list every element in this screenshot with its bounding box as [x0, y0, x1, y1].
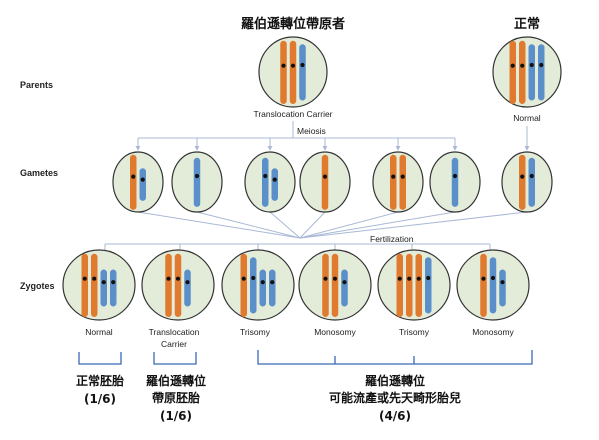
centromere	[92, 276, 97, 281]
centromere	[185, 280, 190, 285]
centromere	[500, 280, 505, 285]
fertilization-connectors	[102, 211, 528, 257]
centromere	[290, 63, 296, 68]
centromere	[391, 174, 396, 179]
gamete-1	[112, 151, 164, 213]
centromere	[332, 276, 338, 281]
centromere	[407, 276, 412, 281]
centromere	[426, 275, 431, 281]
gamete-5	[372, 151, 424, 213]
normal-embryo-caption: 正常胚胎	[76, 373, 124, 388]
centromere	[520, 63, 525, 68]
zygote-label-normal: Normal	[85, 327, 113, 337]
carrier-embryo-ratio: (1/6)	[160, 409, 192, 423]
centromere	[251, 275, 256, 281]
cells-layer	[62, 36, 562, 321]
centromere	[520, 174, 525, 179]
normal-parent-cell	[492, 36, 562, 108]
gametes-row-label: Gametes	[20, 168, 58, 178]
zygote-label-monosomy-2: Monosomy	[472, 327, 514, 337]
zygote-trisomy-cell-1	[221, 249, 295, 321]
gamete-1-membrane	[112, 151, 164, 213]
gamete-3-membrane	[244, 151, 296, 213]
centromere	[270, 280, 275, 285]
centromere	[539, 62, 544, 68]
centromere	[397, 276, 402, 281]
centromere	[300, 62, 305, 68]
zygote-label-translocation: Translocation	[149, 327, 200, 337]
abnormal-embryo-caption-2: 可能流產或先天畸形胎兒	[329, 390, 461, 405]
carrier-parent-label: Translocation Carrier	[253, 109, 332, 119]
zygote-monosomy-cell-2	[456, 249, 530, 321]
zygote-monosomy-cell-1	[298, 249, 372, 321]
centromere	[323, 276, 328, 281]
centromere	[272, 177, 277, 182]
centromere	[166, 276, 171, 281]
centromere	[241, 276, 246, 281]
centromere	[101, 280, 106, 285]
meiosis-connectors	[135, 121, 530, 151]
gamete-4	[299, 151, 351, 213]
gamete-5-membrane	[372, 151, 424, 213]
zygote-carrier-cell	[141, 249, 215, 321]
abnormal-embryo-ratio: (4/6)	[379, 409, 411, 423]
gamete-6	[429, 151, 481, 213]
centromere	[194, 173, 200, 179]
centromere	[322, 174, 328, 179]
normal-embryo-ratio: (1/6)	[84, 392, 116, 406]
meiosis-label: Meiosis	[297, 126, 326, 136]
centromere	[529, 173, 534, 179]
centromere	[131, 174, 136, 179]
normal-group-bracket	[78, 352, 122, 365]
zygote-trisomy-cell-2-membrane	[377, 249, 451, 321]
centromere	[260, 280, 265, 285]
centromere	[416, 276, 421, 281]
centromere	[490, 275, 496, 281]
zygotes-row-label: Zygotes	[20, 281, 55, 291]
carrier-group-bracket	[153, 352, 197, 365]
centromere	[111, 280, 116, 285]
centromere	[342, 280, 347, 285]
zygote-trisomy-cell-2	[377, 249, 451, 321]
zygote-trisomy-cell-1-membrane	[221, 249, 295, 321]
carrier-parent-cell	[258, 36, 328, 108]
normal-parent-cell-membrane	[492, 36, 562, 108]
group-brackets	[78, 350, 533, 365]
centromere	[400, 174, 405, 179]
zygote-label-carrier: Carrier	[161, 339, 187, 349]
centromere	[529, 62, 534, 68]
centromere	[510, 63, 515, 68]
zygote-normal-cell-membrane	[62, 249, 136, 321]
centromere	[82, 276, 87, 281]
centromere	[140, 177, 145, 182]
carrier-embryo-caption-2: 帶原胚胎	[152, 390, 200, 405]
zygote-label-trisomy-2: Trisomy	[399, 327, 430, 337]
centromere	[263, 173, 268, 179]
normal-title: 正常	[514, 16, 540, 32]
zygote-label-monosomy-1: Monosomy	[314, 327, 356, 337]
centromere	[175, 276, 181, 281]
fertilization-label: Fertilization	[370, 234, 414, 244]
gamete-7	[501, 151, 553, 213]
gamete-2	[171, 151, 223, 213]
centromere	[452, 173, 458, 179]
abnormal-embryo-caption-1: 羅伯遜轉位	[365, 373, 425, 388]
centromere	[481, 276, 486, 281]
carrier-embryo-caption-1: 羅伯遜轉位	[146, 373, 206, 388]
centromere	[281, 63, 286, 68]
normal-parent-label: Normal	[513, 113, 541, 123]
zygote-normal-cell	[62, 249, 136, 321]
gamete-7-membrane	[501, 151, 553, 213]
zygote-label-trisomy-1: Trisomy	[240, 327, 271, 337]
parents-row-label: Parents	[20, 80, 53, 90]
gamete-3	[244, 151, 296, 213]
carrier-title: 羅伯遜轉位帶原者	[241, 16, 345, 32]
abnormal-group-bracket	[257, 350, 533, 365]
